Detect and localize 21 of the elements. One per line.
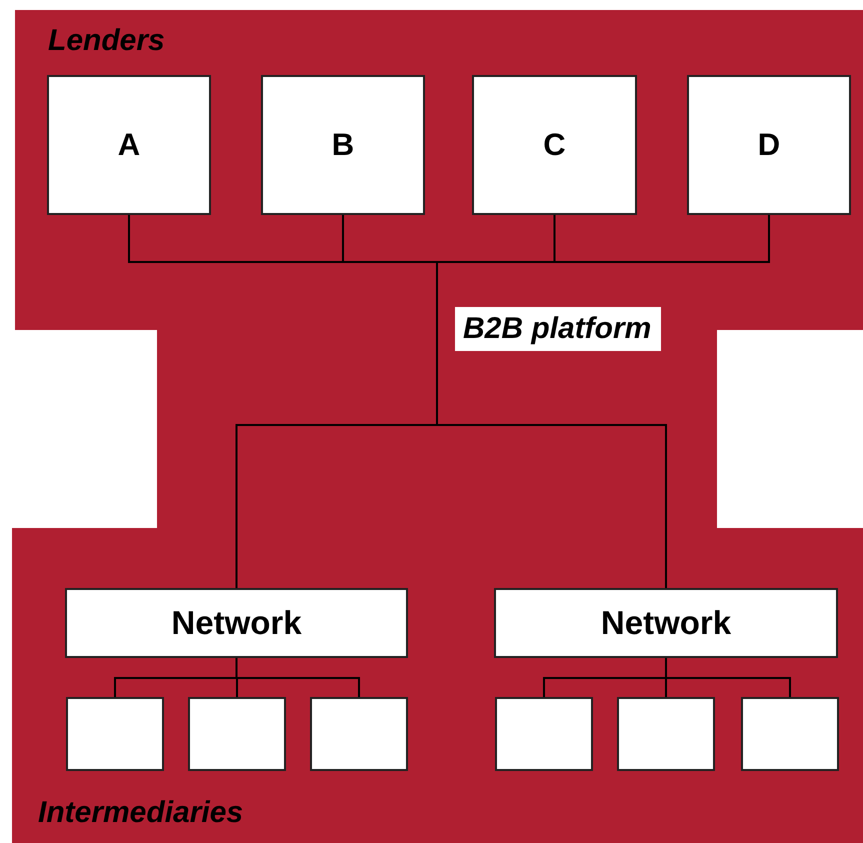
empty-box — [310, 697, 408, 771]
node-label: Network — [600, 604, 732, 642]
node-label: Network — [171, 604, 302, 642]
group-title: Lenders — [48, 24, 165, 58]
node-label: B — [332, 127, 354, 163]
network-box — [494, 588, 838, 658]
lender-box — [687, 75, 851, 215]
group-title: Intermediaries — [38, 796, 244, 830]
empty-box — [495, 697, 593, 771]
empty-box — [188, 697, 286, 771]
lender-box — [261, 75, 425, 215]
lender-box — [472, 75, 637, 215]
node-label: D — [758, 127, 780, 163]
empty-box — [741, 697, 839, 771]
node-label: A — [118, 127, 140, 163]
platform-label: B2B platform — [455, 307, 662, 351]
network-box — [65, 588, 408, 658]
lender-box — [47, 75, 211, 215]
empty-box — [66, 697, 164, 771]
node-label: C — [543, 127, 566, 163]
empty-box — [617, 697, 715, 771]
